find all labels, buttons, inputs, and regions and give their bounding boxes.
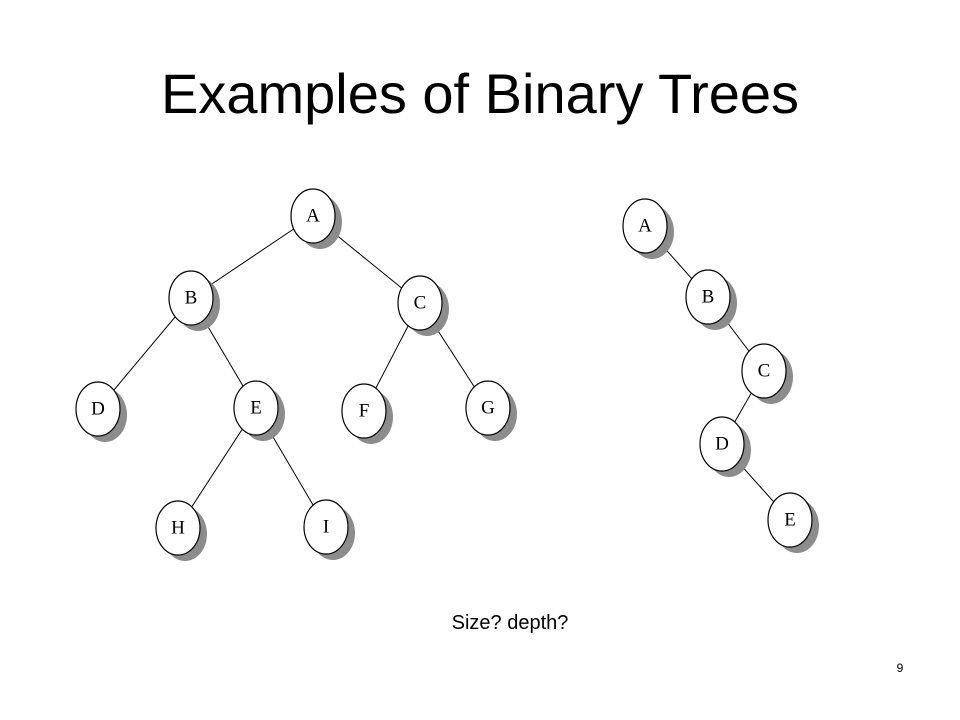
node-label: F — [359, 400, 370, 421]
node-d: D — [75, 381, 127, 442]
tree-right: A B C D E — [622, 198, 819, 553]
node-label: B — [702, 286, 715, 307]
node-label: I — [323, 516, 329, 537]
node-circle — [767, 492, 813, 548]
node-circle — [303, 499, 349, 555]
node-b: B — [168, 270, 220, 331]
node-d: D — [699, 416, 751, 477]
node-a: A — [290, 188, 342, 249]
node-f: F — [341, 383, 393, 444]
caption-text: Size? depth? — [451, 612, 569, 634]
node-label: E — [784, 509, 796, 530]
node-label: C — [414, 292, 427, 313]
node-circle — [168, 270, 214, 326]
node-circle — [233, 380, 279, 436]
node-c: C — [741, 343, 793, 404]
node-circle — [685, 269, 731, 325]
node-c: C — [397, 275, 449, 336]
node-circle — [622, 198, 668, 254]
node-circle — [741, 343, 787, 399]
tree-left: A B C D E F G H I — [75, 188, 517, 561]
node-circle — [341, 383, 387, 439]
node-label: A — [638, 215, 652, 236]
node-circle — [465, 380, 511, 436]
node-label: G — [481, 397, 495, 418]
node-circle — [699, 416, 745, 472]
node-h: H — [155, 500, 207, 561]
node-label: A — [306, 205, 320, 226]
node-b: B — [685, 269, 737, 330]
node-i: I — [303, 499, 355, 560]
node-label: D — [91, 398, 105, 419]
node-g: G — [465, 380, 517, 441]
node-label: B — [185, 287, 198, 308]
node-label: E — [250, 397, 262, 418]
slide-title: Examples of Binary Trees — [160, 62, 800, 125]
page-number: 9 — [896, 661, 904, 675]
node-circle — [290, 188, 336, 244]
node-label: H — [171, 517, 185, 538]
node-label: D — [715, 433, 729, 454]
node-circle — [75, 381, 121, 437]
node-e: E — [233, 380, 285, 441]
node-e: E — [767, 492, 819, 553]
node-circle — [397, 275, 443, 331]
node-label: C — [758, 360, 771, 381]
node-circle — [155, 500, 201, 556]
node-a: A — [622, 198, 674, 259]
